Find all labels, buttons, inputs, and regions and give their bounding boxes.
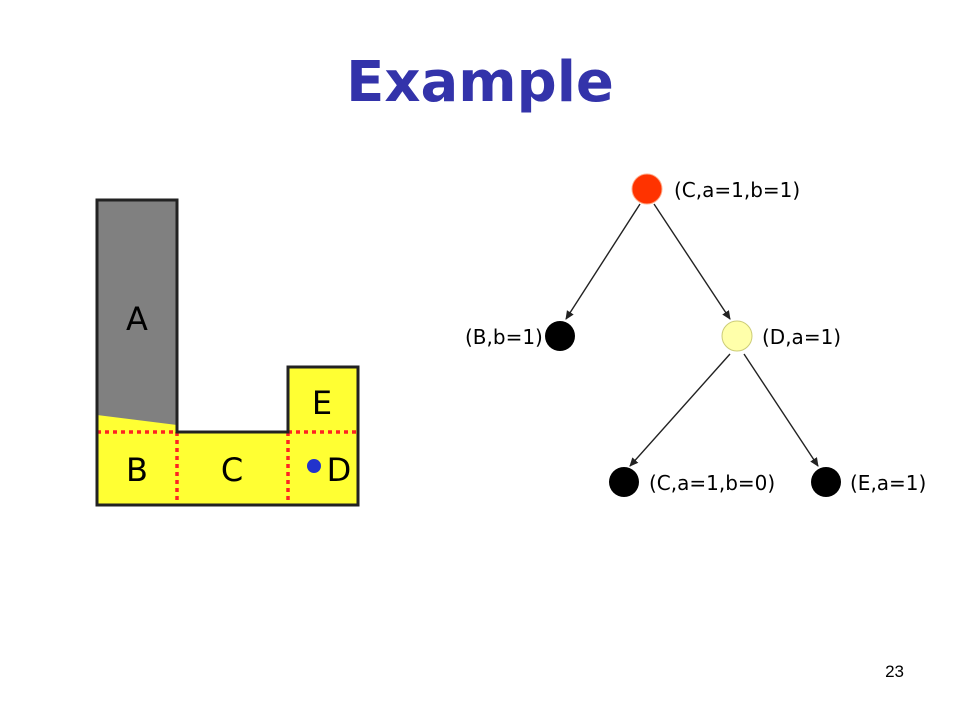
- edge-right-rr: [743, 353, 819, 467]
- node-label-rl: (C,a=1,b=0): [649, 471, 775, 495]
- search-tree: (C,a=1,b=1) (B,b=1) (D,a=1) (C,a=1,b=0) …: [465, 173, 926, 497]
- page-number: 23: [885, 662, 904, 681]
- tree-node-rr: [811, 467, 841, 497]
- agent-marker: [307, 459, 321, 473]
- region-a-wall: [97, 200, 177, 432]
- floor-area: [97, 367, 358, 505]
- edge-root-left: [565, 203, 641, 320]
- edge-right-rl: [629, 353, 731, 467]
- node-label-rr: (E,a=1): [850, 471, 926, 495]
- slide-title: Example: [346, 50, 614, 115]
- region-b-label: B: [126, 451, 148, 489]
- tree-node-rl: [609, 467, 639, 497]
- tree-node-root: [631, 173, 663, 205]
- map-outline: [95, 198, 360, 507]
- node-label-right: (D,a=1): [762, 325, 841, 349]
- region-e-label: E: [312, 384, 332, 422]
- edge-root-right: [653, 203, 731, 320]
- tree-node-left: [545, 321, 575, 351]
- region-a-label: A: [126, 300, 148, 338]
- node-label-left: (B,b=1): [465, 325, 543, 349]
- tree-node-right: [721, 320, 753, 352]
- node-label-root: (C,a=1,b=1): [674, 178, 800, 202]
- floor-plan: A B C D E: [95, 198, 360, 507]
- region-c-label: C: [221, 451, 243, 489]
- region-d-label: D: [327, 451, 352, 489]
